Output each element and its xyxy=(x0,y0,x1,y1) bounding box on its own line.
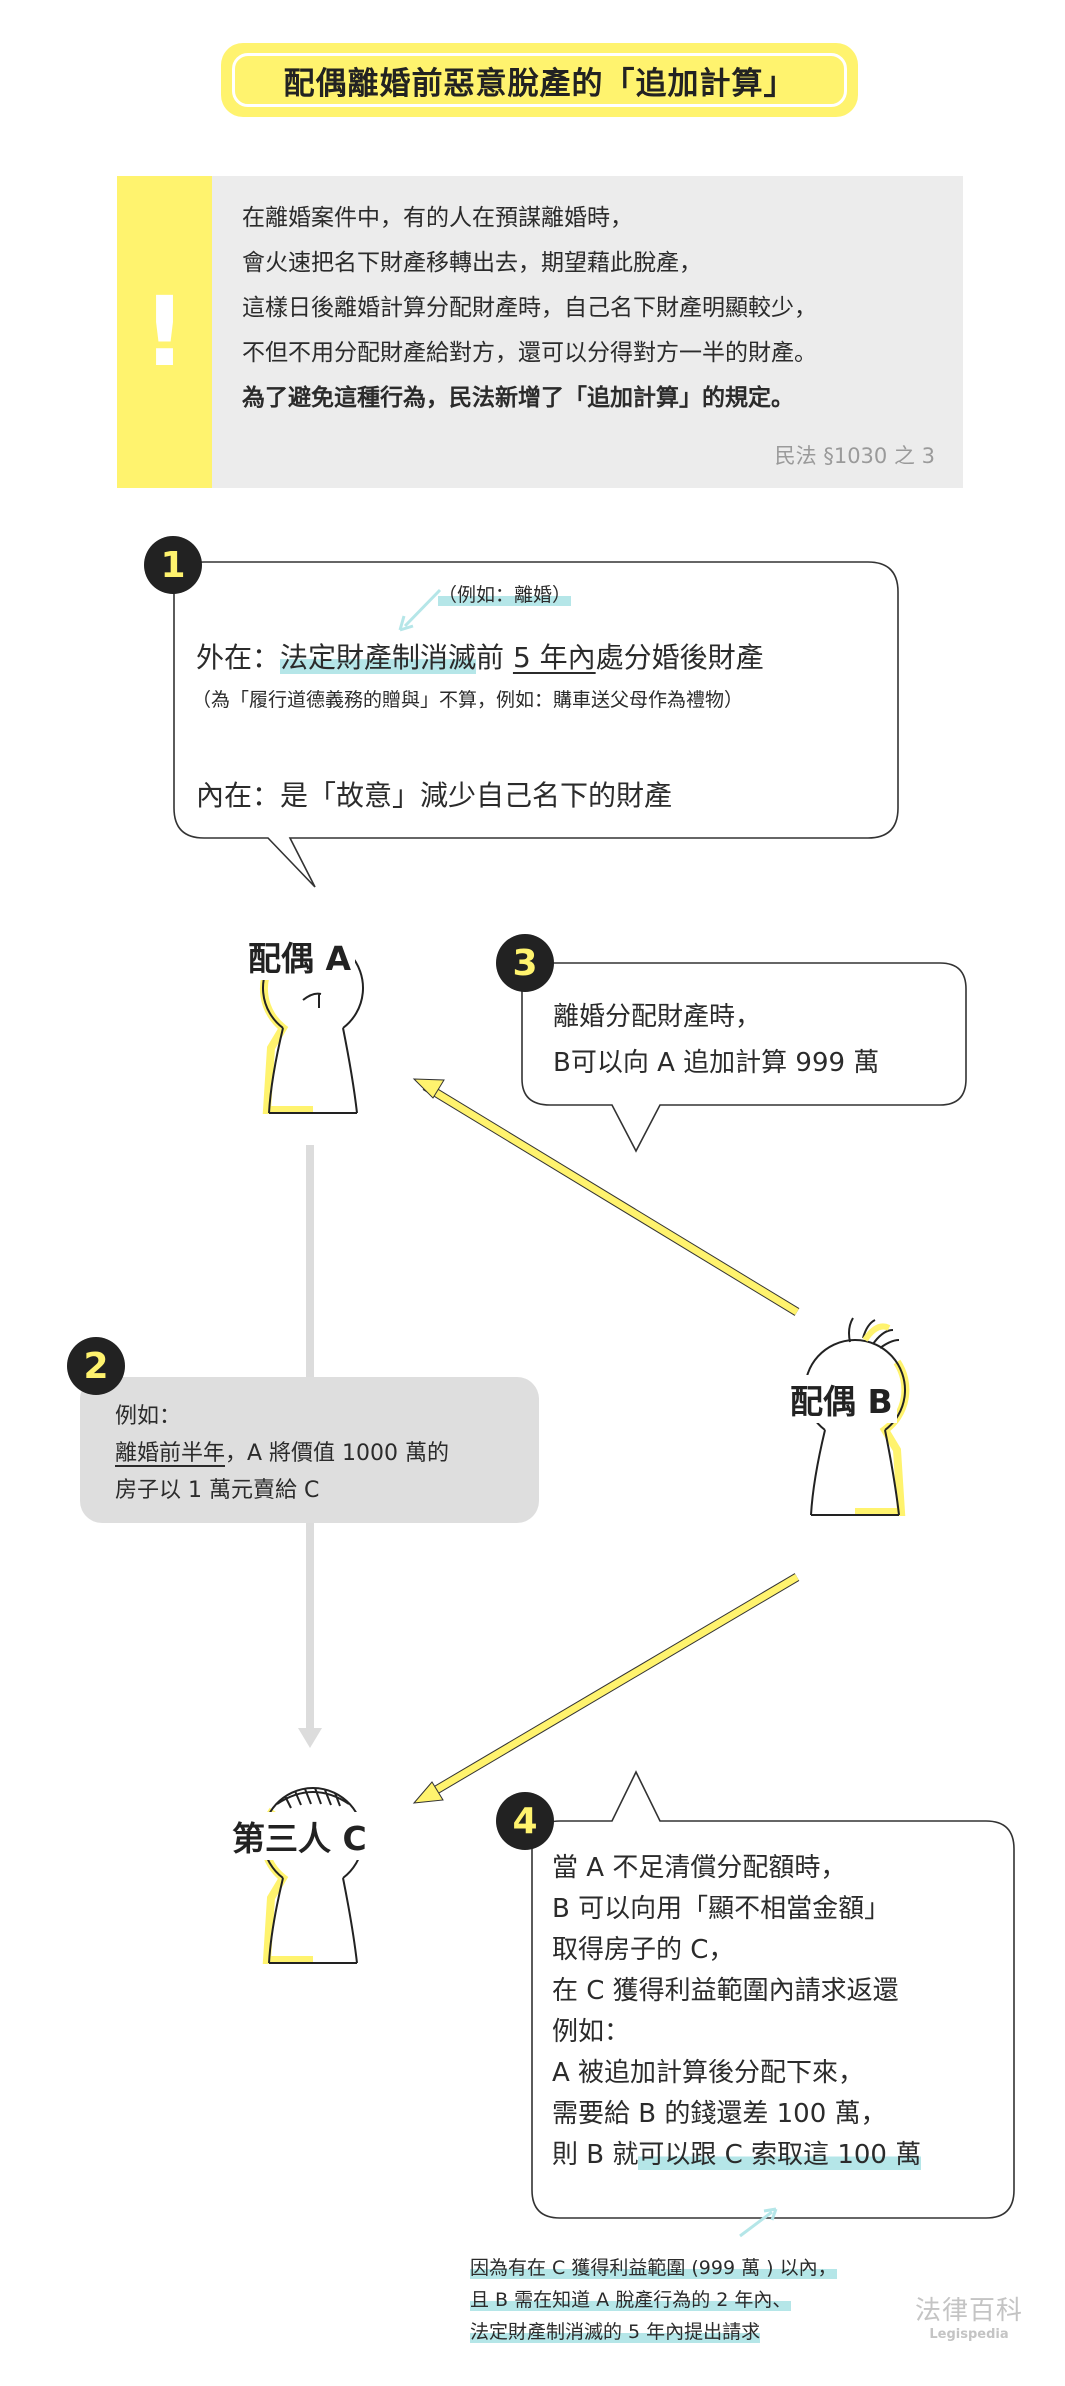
step4-line: 需要給 B 的錢還差 100 萬， xyxy=(552,2099,887,2129)
step4-line: 當 A 不足清償分配額時， xyxy=(552,1853,847,1883)
step4-last-prefix: 則 B 就 xyxy=(552,2140,639,2170)
step2-line-rest: ，A 將價值 1000 萬的 xyxy=(225,1441,450,1466)
step1-annotation: （例如：離婚） xyxy=(438,580,572,607)
outer-suffix: 處分婚後財產 xyxy=(595,641,764,674)
footnote-line: 因為有在 C 獲得利益範圍 (999 萬 ) 以內， xyxy=(470,2257,837,2279)
step3-line: B可以向 A 追加計算 999 萬 xyxy=(553,1048,880,1078)
outer-underline: 5 年內 xyxy=(512,641,596,674)
step2-line: 例如： xyxy=(115,1404,182,1429)
label-third-party-c: 第三人 C xyxy=(228,1812,371,1860)
step4-line: B 可以向用「顯不相當金額」 xyxy=(552,1894,891,1924)
step1-inner-condition: 內在：是「故意」減少自己名下的財產 xyxy=(196,779,673,812)
step-number-2: 2 xyxy=(67,1337,125,1395)
footnote-line: 法定財產制消滅的 5 年內提出請求 xyxy=(470,2321,761,2343)
step2-line: 房子以 1 萬元賣給 C xyxy=(115,1478,320,1503)
outer-mid: 前 xyxy=(476,641,513,674)
info-line: 會火速把名下財產移轉出去，期望藉此脫產， xyxy=(242,250,702,276)
exclamation-icon: ! xyxy=(117,176,212,488)
annotation-arrow-1 xyxy=(398,588,442,632)
step4-text: 當 A 不足清償分配額時， B 可以向用「顯不相當金額」 取得房子的 C， 在 … xyxy=(552,1848,922,2176)
step4-line: 例如： xyxy=(552,2017,631,2047)
info-text: 在離婚案件中，有的人在預謀離婚時， 會火速把名下財產移轉出去，期望藉此脫產， 這… xyxy=(242,196,942,421)
page-title: 配偶離婚前惡意脫產的「追加計算」 xyxy=(232,53,847,107)
title-banner: 配偶離婚前惡意脫產的「追加計算」 xyxy=(221,43,858,117)
step4-line: 在 C 獲得利益範圍內請求返還 xyxy=(552,1976,899,2006)
arrow-b-to-c xyxy=(412,1573,800,1804)
info-line: 不但不用分配財產給對方，還可以分得對方一半的財產。 xyxy=(242,340,817,366)
step4-line: 取得房子的 C， xyxy=(552,1935,735,1965)
step-number-1: 1 xyxy=(144,536,202,594)
arrow-b-to-a xyxy=(412,1078,800,1316)
hair-strands xyxy=(848,1317,900,1349)
step3-line: 離婚分配財產時， xyxy=(553,1002,762,1032)
hatched-hair xyxy=(276,1787,350,1809)
step-number-3: 3 xyxy=(496,934,554,992)
law-reference: 民法 §1030 之 3 xyxy=(774,444,935,468)
step1-outer-note: （為「履行道德義務的贈與」不算，例如：購車送父母作為禮物） xyxy=(192,689,744,711)
step2-text: 例如： 離婚前半年，A 將價值 1000 萬的 房子以 1 萬元賣給 C xyxy=(115,1398,449,1509)
logo-zh: 法律百科 xyxy=(915,2296,1024,2326)
step4-line: A 被追加計算後分配下來， xyxy=(552,2058,865,2088)
info-box: ! 在離婚案件中，有的人在預謀離婚時， 會火速把名下財產移轉出去，期望藉此脫產，… xyxy=(117,176,963,488)
outer-prefix: 外在： xyxy=(196,641,281,674)
step2-underline: 離婚前半年 xyxy=(115,1441,226,1466)
footnote-line: 且 B 需在知道 A 脫產行為的 2 年內、 xyxy=(470,2289,792,2311)
step-number-4: 4 xyxy=(496,1792,554,1850)
step1-outer-condition: 外在：法定財產制消滅前 5 年內處分婚後財產 xyxy=(196,636,764,676)
transfer-arrowhead xyxy=(298,1728,322,1748)
step3-text: 離婚分配財產時， B可以向 A 追加計算 999 萬 xyxy=(553,994,879,1086)
example-box-2 xyxy=(80,1377,539,1523)
info-line: 在離婚案件中，有的人在預謀離婚時， xyxy=(242,205,633,231)
info-bold-line: 為了避免這種行為，民法新增了「追加計算」的規定。 xyxy=(242,385,794,411)
label-spouse-b: 配偶 B xyxy=(786,1375,897,1423)
outer-highlight: 法定財產制消滅 xyxy=(280,641,477,674)
step4-last-highlight: 可以跟 C 索取這 100 萬 xyxy=(638,2140,922,2170)
footnote: 因為有在 C 獲得利益範圍 (999 萬 ) 以內， 且 B 需在知道 A 脫產… xyxy=(470,2252,837,2348)
legispedia-logo: 法律百科 Legispedia xyxy=(915,2290,1023,2342)
annotation-text: （例如：離婚） xyxy=(438,584,572,606)
annotation-arrow-4 xyxy=(739,2207,778,2238)
info-line: 這樣日後離婚計算分配財產時，自己名下財產明顯較少， xyxy=(242,295,817,321)
frown-mouth xyxy=(302,992,322,1008)
logo-en: Legispedia xyxy=(929,2327,1009,2342)
label-spouse-a: 配偶 A xyxy=(244,932,356,980)
speech-bubble-1 xyxy=(173,561,899,888)
